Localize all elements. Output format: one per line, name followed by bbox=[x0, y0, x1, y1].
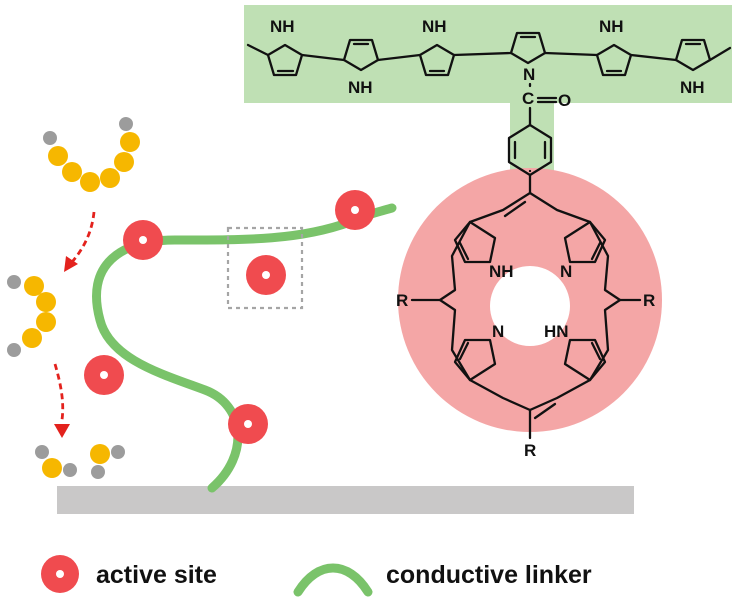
active-site-1 bbox=[123, 220, 163, 260]
reaction-arrow-2 bbox=[53, 363, 65, 421]
electrode-assembly bbox=[57, 190, 634, 514]
pyrrole-ring-4 bbox=[509, 31, 547, 65]
carbonyl-c-label: C bbox=[522, 89, 534, 108]
active-site-4 bbox=[84, 355, 124, 395]
molecule-fragment-1 bbox=[35, 445, 77, 478]
pyrrole-ring-3 bbox=[418, 43, 456, 77]
polymer-n-label: N bbox=[523, 65, 535, 84]
porphyrin-hn-label: HN bbox=[544, 322, 569, 341]
pyrrole-ring-2 bbox=[342, 38, 380, 72]
molecule-chain-long bbox=[43, 117, 140, 192]
porphyrin-r-label-bottom: R bbox=[524, 441, 536, 460]
pyrrole-ring-6 bbox=[674, 38, 712, 72]
porphyrin-n-label-bottom: N bbox=[492, 322, 504, 341]
porphyrin-r-label-right: R bbox=[643, 291, 655, 310]
polymer-nh-label-2: NH bbox=[348, 78, 373, 97]
legend-linker-symbol bbox=[293, 563, 373, 597]
porphyrin-unit: NH N N HN R R R bbox=[396, 123, 662, 460]
reaction-arrow-2-head bbox=[54, 424, 70, 438]
molecule-chain-medium bbox=[7, 275, 56, 357]
porphyrin-macrocycle bbox=[410, 191, 642, 440]
porphyrin-nh-label: NH bbox=[489, 262, 514, 281]
polymer-nh-label-1: NH bbox=[270, 17, 295, 36]
highlight-box bbox=[226, 226, 304, 310]
polypyrrole-backbone: NH NH NH N NH NH C O bbox=[244, 5, 732, 175]
pyrrole-ring-5 bbox=[595, 43, 633, 77]
porphyrin-n-label-top: N bbox=[560, 262, 572, 281]
polymer-nh-label-5: NH bbox=[680, 78, 705, 97]
polymer-nh-label-4: NH bbox=[599, 17, 624, 36]
molecule-fragment-2 bbox=[90, 444, 125, 479]
pyrrole-ring-1 bbox=[266, 43, 304, 77]
polymer-nh-label-3: NH bbox=[422, 17, 447, 36]
reaction-arrow-1 bbox=[70, 211, 96, 263]
legend-active-site-label: active site bbox=[96, 561, 217, 589]
molecule-sequence bbox=[7, 117, 140, 479]
active-site-2 bbox=[335, 190, 375, 230]
carbonyl-o-label: O bbox=[558, 91, 571, 110]
reaction-arrow-1-head bbox=[64, 256, 78, 272]
active-site-5 bbox=[228, 404, 268, 444]
legend: active site conductive linker bbox=[41, 555, 592, 597]
phenyl-ring bbox=[507, 123, 553, 195]
legend-conductive-linker-label: conductive linker bbox=[386, 561, 592, 589]
active-site-3 bbox=[246, 255, 286, 295]
legend-active-site-symbol bbox=[41, 555, 79, 593]
substrate-bar bbox=[57, 486, 634, 514]
porphyrin-r-label-left: R bbox=[396, 291, 408, 310]
porphyrin-center-hole bbox=[490, 266, 570, 346]
